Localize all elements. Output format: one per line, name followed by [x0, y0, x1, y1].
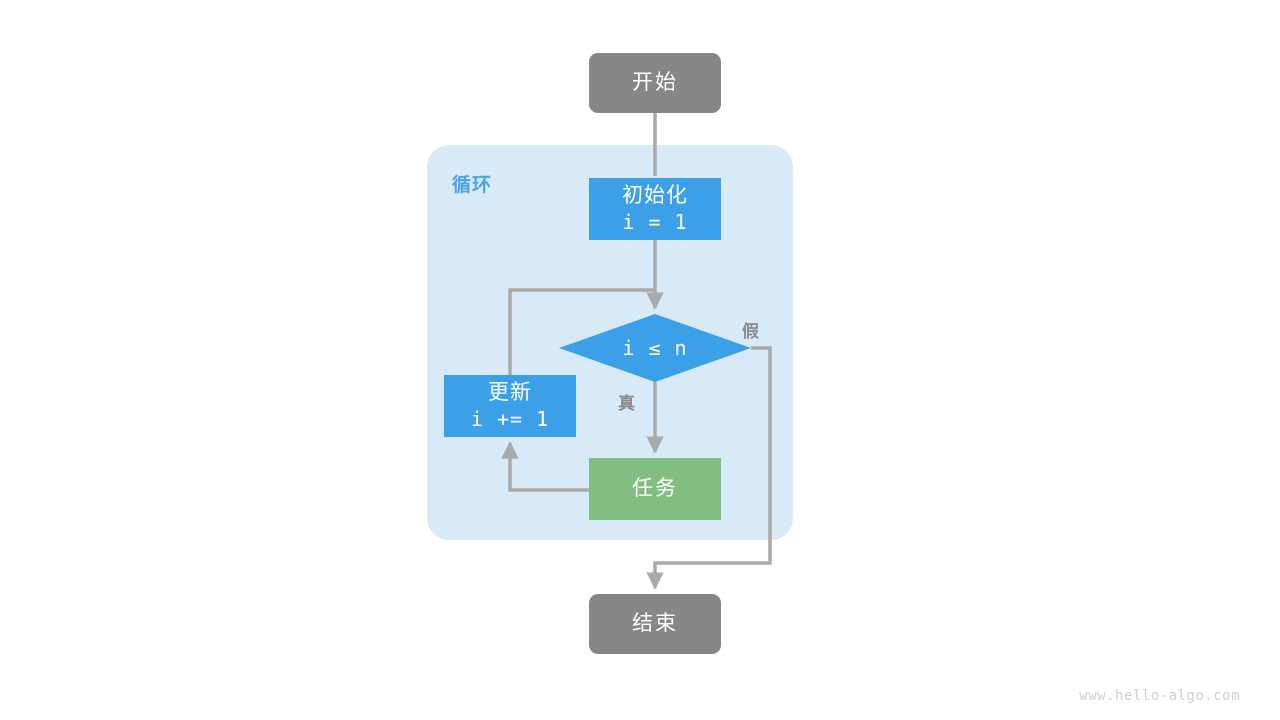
update-node[interactable]: [444, 375, 576, 437]
loop-group-title: 循环: [452, 175, 493, 196]
edge-task-to-update: [501, 441, 589, 492]
watermark: www.hello-algo.com: [1079, 688, 1240, 704]
edge-label-true: 真: [618, 394, 636, 413]
start-node[interactable]: [589, 53, 721, 113]
end-node[interactable]: [589, 594, 721, 654]
task-node[interactable]: [589, 458, 721, 520]
edge-update-to-condition: [508, 288, 655, 375]
condition-node[interactable]: [559, 314, 751, 382]
edge-label-false: 假: [742, 322, 760, 341]
edge-condition-false-to-end: [646, 346, 772, 590]
init-node[interactable]: [589, 178, 721, 240]
